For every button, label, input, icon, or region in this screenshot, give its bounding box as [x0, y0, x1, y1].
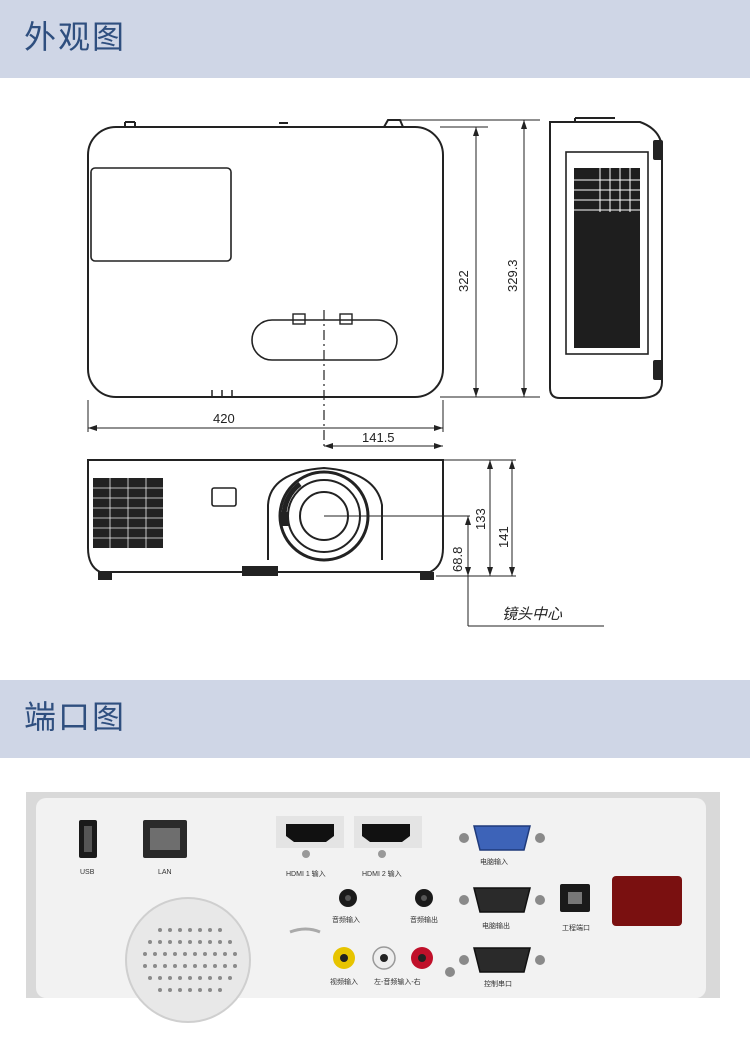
control-port [473, 947, 531, 973]
dim-141-5: 141.5 [362, 430, 395, 445]
top-view-window [90, 167, 232, 262]
section-header-ports: 端口图 [0, 680, 750, 758]
service-label: 工程端口 [562, 923, 590, 932]
front-ir-sensor [211, 487, 237, 507]
monitor-out-port [473, 887, 531, 913]
dim-68-8: 68.8 [450, 547, 465, 572]
hdmi2-port [362, 824, 410, 842]
video-in-label: 视频输入 [330, 977, 358, 986]
audio-lr-label: 左-音频输入-右 [374, 977, 421, 986]
ir-receiver-window [612, 876, 682, 926]
lan-label: LAN [158, 869, 172, 876]
dim-133: 133 [473, 508, 488, 530]
pc-in-port [473, 825, 531, 851]
port-panel: USB LAN HDMI 1 输入 HDMI 2 输入 电脑输入 音频输入 音频… [0, 758, 750, 1042]
section-title-ports: 端口图 [24, 698, 127, 736]
monitor-out-label: 电脑输出 [482, 921, 510, 930]
audio-out-label: 音频输出 [410, 915, 438, 924]
section-title-appearance: 外观图 [24, 18, 127, 56]
pc-in-label: 电脑输入 [480, 857, 508, 866]
dim-420: 420 [213, 411, 235, 426]
top-view-body [87, 126, 444, 398]
speaker-grille [125, 897, 251, 1023]
lens-center-label: 镜头中心 [502, 606, 563, 623]
hdmi1-label: HDMI 1 输入 [286, 869, 326, 878]
section-header-appearance: 外观图 [0, 0, 750, 78]
control-label: 控制串口 [484, 979, 512, 988]
dim-322: 322 [456, 270, 471, 292]
dimension-drawing: 322 329.3 420 141.5 [87, 117, 663, 627]
hdmi2-label: HDMI 2 输入 [362, 869, 402, 878]
side-view-body [549, 121, 663, 399]
usb-label: USB [80, 869, 95, 876]
audio-in-label: 音频输入 [332, 915, 360, 924]
dim-329-3: 329.3 [505, 259, 520, 292]
dim-141: 141 [496, 526, 511, 548]
hdmi1-port [286, 824, 334, 842]
